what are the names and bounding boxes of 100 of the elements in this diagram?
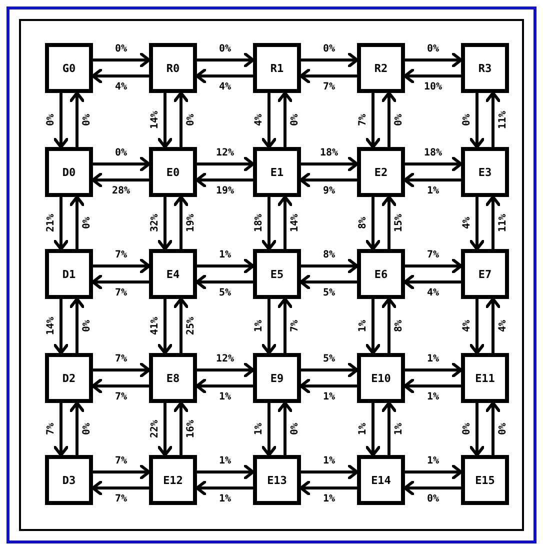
edge-label: 18% bbox=[318, 148, 340, 158]
edge-label: 1% bbox=[254, 318, 264, 334]
state-box bbox=[149, 249, 197, 299]
edge-label: 7% bbox=[322, 82, 336, 92]
state-box bbox=[253, 43, 301, 93]
edge-label: 8% bbox=[322, 250, 336, 260]
arrow bbox=[197, 156, 254, 172]
arrow bbox=[156, 403, 174, 456]
arrow bbox=[468, 299, 486, 354]
arrow bbox=[300, 68, 357, 84]
state-label: G0 bbox=[62, 62, 76, 74]
edge-label: 5% bbox=[322, 354, 336, 364]
state-box bbox=[253, 249, 301, 299]
state-label: R0 bbox=[166, 62, 180, 74]
arrow bbox=[276, 196, 294, 249]
edge-label: 0% bbox=[290, 112, 300, 128]
edge-label: 1% bbox=[322, 494, 336, 504]
edge-label: 7% bbox=[114, 288, 128, 298]
edge-label: 0% bbox=[114, 148, 128, 158]
state-label: R3 bbox=[478, 62, 492, 74]
edge-label: 32% bbox=[150, 212, 160, 234]
state-label: E6 bbox=[374, 268, 388, 280]
state-label: E14 bbox=[371, 474, 391, 486]
edge-label: 0% bbox=[82, 318, 92, 334]
edge-label: 21% bbox=[46, 212, 56, 234]
arrow bbox=[172, 92, 190, 147]
state-label: D2 bbox=[62, 372, 76, 384]
arrow bbox=[260, 299, 278, 354]
arrow bbox=[172, 298, 190, 353]
edge-label: 7% bbox=[114, 392, 128, 402]
arrow bbox=[196, 378, 253, 394]
edge-label: 1% bbox=[218, 392, 232, 402]
edge-label: 0% bbox=[462, 112, 472, 128]
arrow bbox=[93, 156, 150, 172]
state-box bbox=[461, 147, 509, 197]
arrow bbox=[196, 172, 253, 188]
edge-label: 14% bbox=[46, 316, 56, 336]
edge-label: 0% bbox=[498, 422, 508, 436]
arrow bbox=[92, 172, 149, 188]
edge-label: 1% bbox=[394, 422, 404, 436]
edge-label: 0% bbox=[82, 216, 92, 230]
arrow bbox=[364, 403, 382, 456]
arrow bbox=[172, 402, 190, 455]
edge-label: 10% bbox=[422, 82, 444, 92]
arrow bbox=[156, 299, 174, 354]
state-label: E11 bbox=[475, 372, 495, 384]
edge-label: 22% bbox=[150, 418, 160, 440]
state-label: E12 bbox=[163, 474, 183, 486]
arrow bbox=[380, 298, 398, 353]
arrow bbox=[92, 274, 149, 290]
arrow bbox=[260, 197, 278, 250]
arrow bbox=[156, 197, 174, 250]
edge-label: 4% bbox=[114, 82, 128, 92]
arrow bbox=[92, 378, 149, 394]
edge-label: 14% bbox=[290, 212, 300, 234]
edge-label: 11% bbox=[498, 110, 508, 130]
edge-label: 12% bbox=[214, 148, 236, 158]
edge-label: 7% bbox=[290, 318, 300, 334]
arrow bbox=[468, 403, 486, 456]
state-label: E13 bbox=[267, 474, 287, 486]
arrow bbox=[52, 403, 70, 456]
arrow bbox=[92, 480, 149, 496]
edge-label: 8% bbox=[358, 216, 368, 230]
arrow bbox=[52, 197, 70, 250]
edge-label: 4% bbox=[218, 82, 232, 92]
state-box bbox=[149, 455, 197, 505]
arrow bbox=[301, 52, 358, 68]
state-box bbox=[461, 455, 509, 505]
arrow bbox=[405, 362, 462, 378]
state-box bbox=[357, 43, 405, 93]
state-box bbox=[45, 249, 93, 299]
edge-label: 4% bbox=[254, 112, 264, 128]
edge-label: 0% bbox=[426, 494, 440, 504]
state-box bbox=[149, 147, 197, 197]
edge-label: 4% bbox=[498, 318, 508, 334]
edge-label: 28% bbox=[110, 186, 132, 196]
edge-label: 5% bbox=[322, 288, 336, 298]
edge-label: 7% bbox=[358, 112, 368, 128]
arrow bbox=[404, 378, 461, 394]
state-label: R2 bbox=[374, 62, 388, 74]
edge-label: 0% bbox=[290, 422, 300, 436]
arrow bbox=[405, 258, 462, 274]
state-label: E9 bbox=[270, 372, 284, 384]
arrow bbox=[197, 464, 254, 480]
state-label: D3 bbox=[62, 474, 76, 486]
arrow bbox=[260, 403, 278, 456]
edge-label: 1% bbox=[358, 422, 368, 436]
edge-label: 0% bbox=[218, 44, 232, 54]
arrow bbox=[380, 196, 398, 249]
arrow bbox=[364, 197, 382, 250]
edge-label: 1% bbox=[426, 456, 440, 466]
arrow bbox=[68, 92, 86, 147]
edge-label: 1% bbox=[218, 494, 232, 504]
edge-label: 16% bbox=[186, 418, 196, 440]
arrow bbox=[405, 52, 462, 68]
state-box bbox=[253, 147, 301, 197]
state-label: E2 bbox=[374, 166, 388, 178]
arrow bbox=[156, 93, 174, 148]
arrow bbox=[196, 274, 253, 290]
state-label: E4 bbox=[166, 268, 180, 280]
